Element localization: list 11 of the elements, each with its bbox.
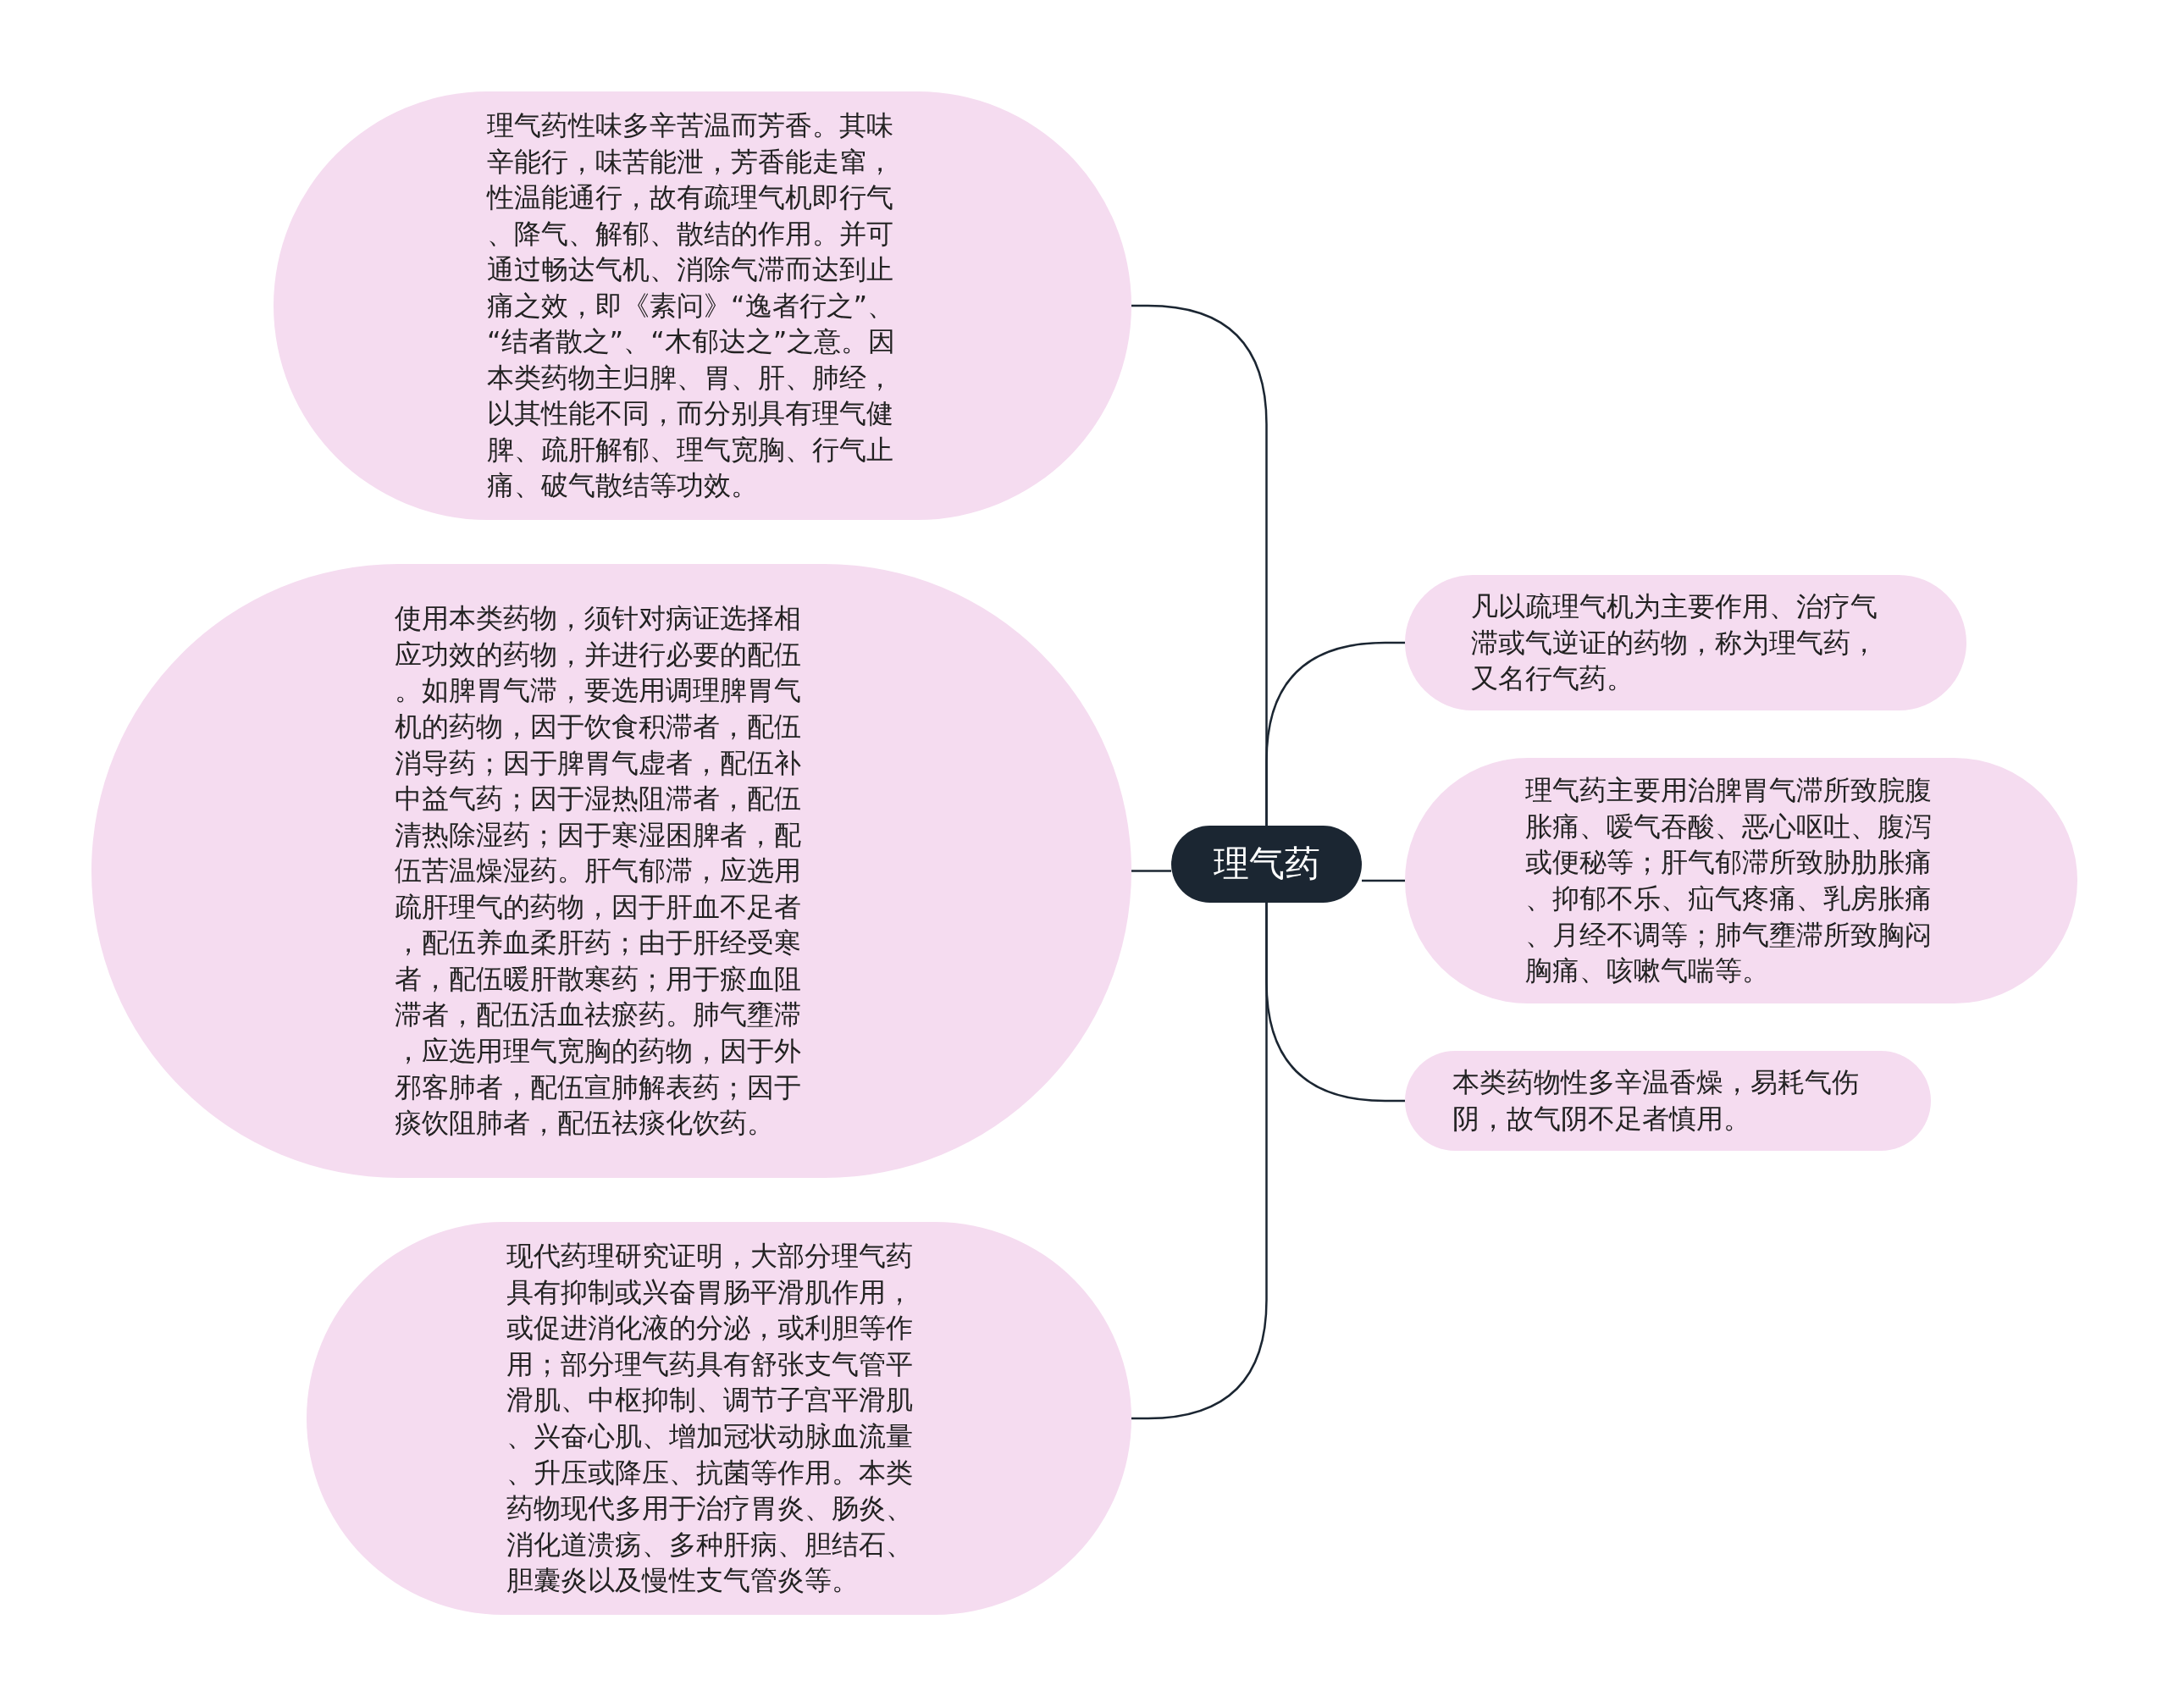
connector-line [1362, 879, 1405, 882]
topic-text: 现代药理研究证明，大部分理气药具有抑制或兴奋胃肠平滑肌作用，或促进消化液的分泌，或利胆等作用；部分理气药具有舒张支气管平滑肌、中枢抑制、调节子宫平滑肌、兴奋心肌、增加冠状动脉血流量、升压或降压、抗菌等作用。本类药物现代多用于治疗胃炎、肠炎、消化道溃疡、多种肝病、胆结石、胆囊炎以及慢性支气管炎等。 [506, 1239, 914, 1599]
topic-text: 理气药主要用治脾胃气滞所致脘腹胀痛、嗳气吞酸、恶心呕吐、腹泻或便秘等；肝气郁滞所致胁肋胀痛、抑郁不乐、疝气疼痛、乳房胀痛、月经不调等；肺气壅滞所致胸闷胸痛、咳嗽气喘等。 [1525, 773, 1933, 989]
topic-text: 凡以疏理气机为主要作用、治疗气滞或气逆证的药物，称为理气药，又名行气药。 [1471, 589, 1878, 697]
connector-line [1131, 870, 1171, 872]
connector-line [1265, 641, 1405, 826]
topic-text: 理气药性味多辛苦温而芳香。其味辛能行，味苦能泄，芳香能走窜，性温能通行，故有疏理气机即行气、降气、解郁、散结的作用。并可通过畅达气机、消除气滞而达到止痛之效，即《素问》“逸者行之”、“结者散之”、“木郁达之”之意。因本类药物主归脾、胃、肝、肺经，以其性能不同，而分别具有理气健脾、疏肝解郁、理气宽胸、行气止痛、破气散结等功效。 [487, 108, 896, 504]
topic-text: 使用本类药物，须针对病证选择相应功效的药物，并进行必要的配伍。如脾胃气滞，要选用调理脾胃气机的药物，因于饮食积滞者，配伍消导药；因于脾胃气虚者，配伍补中益气药；因于湿热阻滞者，配伍清热除湿药；因于寒湿困脾者，配伍苦温燥湿药。肝气郁滞，应选用疏肝理气的药物，因于肝血不足者，配伍养血柔肝药；由于肝经受寒者，配伍暖肝散寒药；用于瘀血阻滞者，配伍活血祛瘀药。肺气壅滞，应选用理气宽胸的药物，因于外邪客肺者，配伍宣肺解表药；因于痰饮阻肺者，配伍祛痰化饮药。 [395, 601, 802, 1141]
topic-text: 本类药物性多辛温香燥，易耗气伤阴，故气阴不足者慎用。 [1452, 1065, 1860, 1136]
connector-line [1265, 903, 1405, 1103]
topic-title: 理气药 [1213, 843, 1320, 886]
